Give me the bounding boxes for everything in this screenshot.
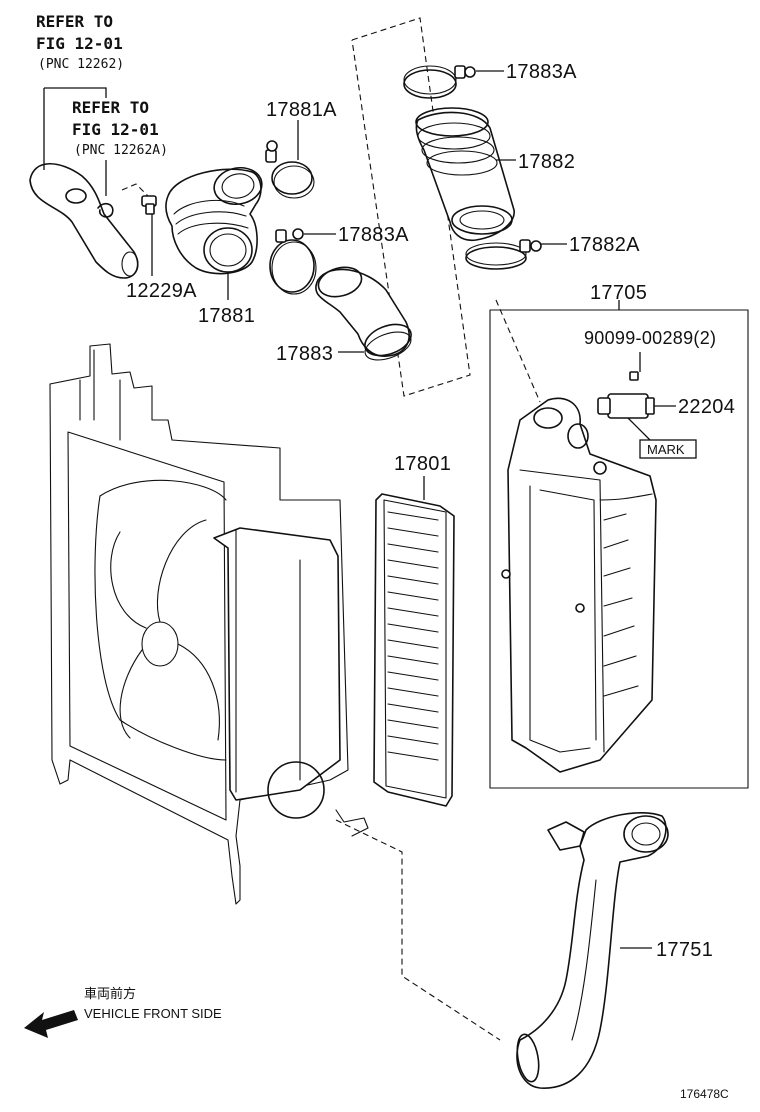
part-label-12229a[interactable]: 12229A — [126, 280, 197, 302]
ref-2-line2: FIG 12-01 — [72, 120, 159, 139]
filter-element-17801[interactable] — [373, 493, 455, 807]
leader-ref-12262-b — [44, 87, 107, 98]
ref-1-line2: FIG 12-01 — [36, 34, 123, 53]
part-label-17883[interactable]: 17883 — [276, 343, 333, 365]
part-label-17882a[interactable]: 17882A — [569, 234, 640, 256]
screw-90099-00289[interactable] — [629, 371, 639, 381]
part-label-17883a-top[interactable]: 17883A — [506, 61, 577, 83]
dashed-to-17751 — [335, 819, 501, 1041]
figure-id: 176478C — [680, 1087, 729, 1101]
bolt-12229a[interactable] — [141, 195, 157, 215]
arrow-left-down-icon — [24, 1010, 78, 1038]
sensor-22204[interactable] — [597, 393, 655, 419]
ref-2-line3: (PNC 12262A) — [74, 143, 168, 158]
hose-17882[interactable] — [415, 107, 515, 242]
intake-duct-17751[interactable] — [514, 812, 669, 1089]
dashed-to-airbox — [495, 299, 541, 403]
ref-1-line3: (PNC 12262) — [38, 57, 124, 72]
part-label-17881a[interactable]: 17881A — [266, 99, 337, 121]
clamp-17883a-mid[interactable] — [269, 228, 317, 295]
ref-label-12262a: REFER TO FIG 12-01 (PNC 12262A) — [72, 98, 168, 158]
part-label-17882[interactable]: 17882 — [518, 151, 575, 173]
dashed-ref-bolt — [121, 183, 151, 199]
part-label-17751[interactable]: 17751 — [656, 939, 713, 961]
radiator-fan-assembly — [49, 343, 369, 905]
ref-label-12262: REFER TO FIG 12-01 (PNC 12262) — [36, 12, 124, 72]
part-label-17801[interactable]: 17801 — [394, 453, 451, 475]
part-label-90099-00289[interactable]: 90099-00289(2) — [584, 328, 716, 348]
hose-ref-12262 — [29, 163, 139, 279]
air-cleaner-cap[interactable] — [501, 397, 657, 773]
clamp-17883a-top[interactable] — [403, 65, 476, 99]
clamp-17882a[interactable] — [465, 239, 542, 270]
mark-label: MARK — [647, 442, 685, 457]
direction-english: VEHICLE FRONT SIDE — [84, 1006, 222, 1021]
ref-1-line1: REFER TO — [36, 12, 113, 31]
leader-mark — [627, 417, 651, 441]
direction-japanese: 車両前方 — [84, 986, 136, 1001]
part-label-17883a-mid[interactable]: 17883A — [338, 224, 409, 246]
hose-17883[interactable] — [315, 263, 415, 366]
part-label-22204[interactable]: 22204 — [678, 396, 735, 418]
ref-2-line1: REFER TO — [72, 98, 149, 117]
part-label-17881[interactable]: 17881 — [198, 305, 255, 327]
part-label-17705[interactable]: 17705 — [590, 282, 647, 304]
hose-17881[interactable] — [165, 164, 265, 275]
clip-12262a — [97, 202, 114, 218]
dashed-group-outline — [351, 17, 471, 397]
clamp-17881a[interactable] — [265, 140, 315, 199]
mark-box — [639, 439, 697, 459]
